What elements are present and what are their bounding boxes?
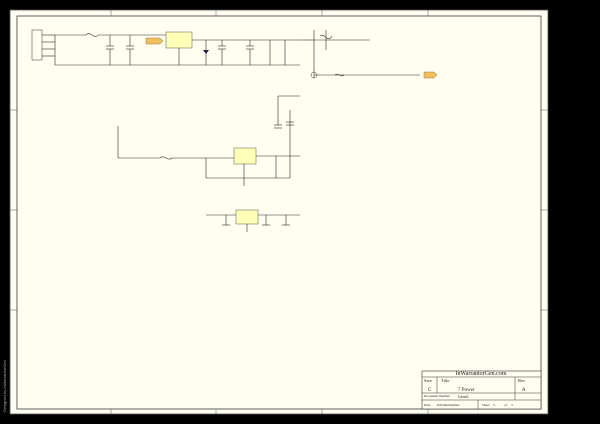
size-value: C — [428, 388, 432, 393]
date-value: InformationDate — [437, 403, 460, 407]
lower-regulator-circuit — [206, 209, 300, 232]
regulator-u1 — [165, 31, 193, 65]
border-zone-ticks — [10, 10, 548, 414]
of-label: of — [504, 403, 508, 407]
title-block — [421, 370, 542, 410]
input-capacitors — [106, 35, 134, 65]
title-block-company: InWarrantorGen.com — [456, 371, 507, 377]
right-top-circuit — [300, 30, 438, 79]
middle-regulator-circuit — [117, 126, 300, 186]
side-credit-text: Designed by InWarrantorGen — [2, 360, 7, 412]
title-label: Title — [441, 378, 449, 383]
doc-number-label: Document Number — [424, 394, 451, 398]
connector-j1 — [31, 29, 55, 61]
doc-number-value: Geant2 — [458, 395, 469, 399]
rev-value: A — [522, 388, 526, 393]
size-label: Size — [424, 378, 432, 383]
middle-right-branch — [274, 95, 300, 155]
date-label: Date — [424, 403, 431, 407]
sheet-value: 3 — [493, 403, 495, 407]
sheet-inner-border — [16, 15, 542, 410]
rev-label: Rev — [518, 378, 526, 383]
title-value: 7 Power — [458, 388, 475, 393]
wire-regulator-out — [192, 39, 300, 65]
of-value: 3 — [511, 403, 513, 407]
net-label-orange — [145, 37, 164, 45]
sheet-label: Sheet — [482, 403, 490, 407]
wire-top-rail — [54, 33, 300, 66]
schematic-sheet — [9, 9, 549, 415]
